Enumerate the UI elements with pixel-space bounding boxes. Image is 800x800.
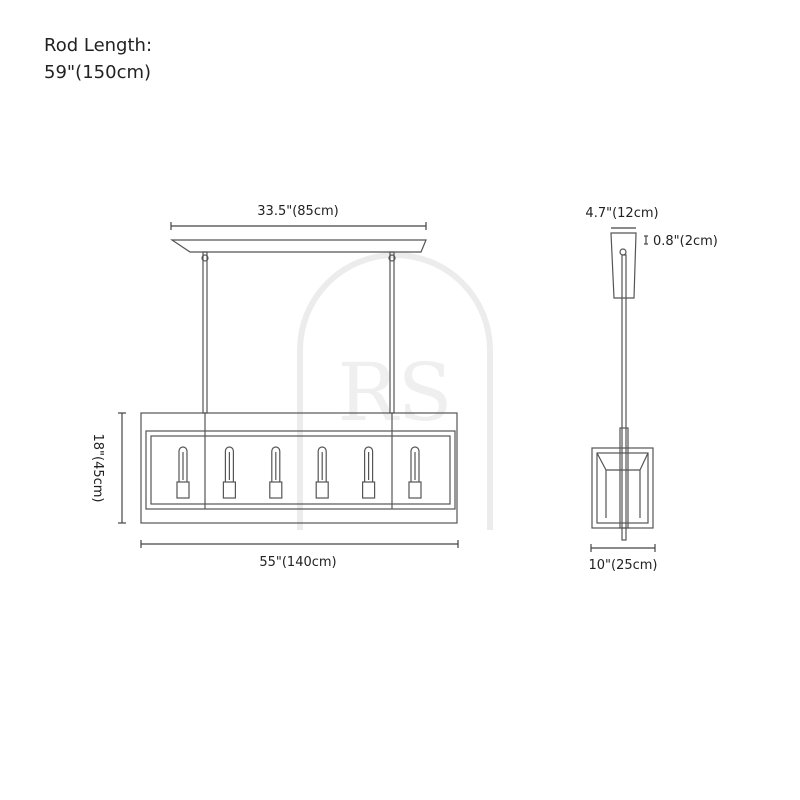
- side-view: 4.7"(12cm) 0.8"(2cm) 10"(25cm): [585, 206, 717, 573]
- bulb: [269, 446, 283, 499]
- canopy-width-label: 33.5"(85cm): [257, 204, 338, 219]
- lamp-body-inner: [145, 430, 456, 510]
- front-view: 33.5"(85cm) 55"(140cm) 18"(45cm): [90, 204, 459, 570]
- rod-length-value: 59"(150cm): [44, 62, 152, 83]
- side-depth-label: 10"(25cm): [588, 558, 657, 573]
- bulb: [408, 446, 422, 499]
- body-width-label: 55"(140cm): [259, 555, 336, 570]
- rod-left: [202, 251, 208, 414]
- bulb: [362, 446, 376, 499]
- side-canopy: [610, 232, 637, 299]
- body-height-label: 18"(45cm): [90, 433, 105, 502]
- bulb: [315, 446, 329, 499]
- watermark-logo: RS: [297, 252, 493, 530]
- rod-length-label: Rod Length:: [44, 35, 153, 56]
- side-canopy-height-label: 0.8"(2cm): [653, 234, 718, 249]
- bulb: [176, 446, 190, 499]
- canopy: [170, 239, 427, 253]
- bulb: [222, 446, 236, 499]
- rod-length-note: Rod Length: 59"(150cm): [44, 32, 152, 86]
- watermark-text: RS: [337, 346, 452, 439]
- side-rod: [621, 254, 627, 541]
- lamp-body-outer: [140, 412, 458, 524]
- bulbs: [176, 446, 422, 499]
- side-canopy-width-label: 4.7"(12cm): [585, 206, 658, 221]
